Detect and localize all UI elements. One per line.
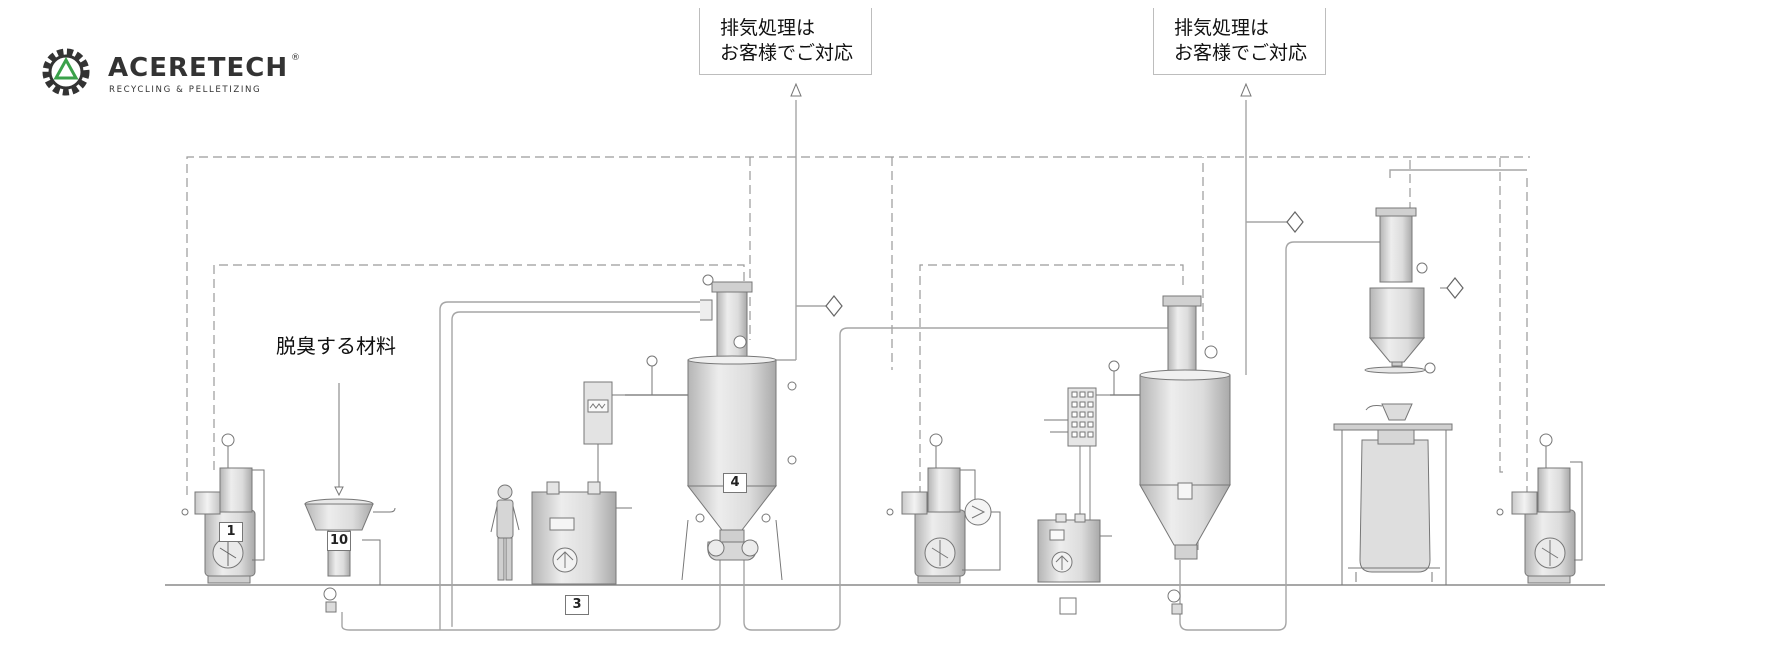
silo-second bbox=[1139, 295, 1231, 615]
small-dryer bbox=[1037, 513, 1112, 615]
dryer-unit-3 bbox=[531, 355, 690, 585]
exhaust-note-2: 排気処理は お客様でご対応 bbox=[1153, 8, 1327, 75]
unit-tag-4: 4 bbox=[723, 473, 747, 493]
valve-symbols bbox=[825, 211, 1464, 317]
brand-tagline: RECYCLING & PELLETIZING bbox=[109, 85, 262, 95]
vacuum-pump-middle bbox=[886, 433, 1001, 584]
brand-name: ACERETECH bbox=[108, 53, 289, 83]
unit-tag-10: 10 bbox=[327, 531, 352, 551]
cyclone-separator bbox=[1364, 207, 1436, 374]
feed-hopper bbox=[304, 383, 396, 613]
vacuum-pump-left bbox=[181, 433, 265, 584]
operator-figure bbox=[490, 484, 520, 581]
exhaust-note-1-line1: 排気処理は bbox=[720, 17, 816, 39]
brand-registered-mark: ® bbox=[291, 53, 300, 63]
control-cabinet bbox=[1044, 360, 1145, 447]
unit-tag-3: 3 bbox=[565, 595, 589, 615]
unit-tag-1: 1 bbox=[219, 522, 243, 542]
exhaust-arrow-1 bbox=[790, 82, 802, 97]
silo-unit-4 bbox=[681, 274, 797, 581]
exhaust-note-1-line2: お客様でご対応 bbox=[720, 42, 854, 64]
exhaust-arrow-2 bbox=[1240, 82, 1252, 97]
exhaust-note-1: 排気処理は お客様でご対応 bbox=[699, 8, 873, 75]
process-pipes bbox=[341, 100, 1527, 631]
material-label: 脱臭する材料 bbox=[276, 334, 396, 358]
brand-logo-icon bbox=[42, 48, 90, 96]
vacuum-pump-right bbox=[1496, 433, 1583, 584]
dashed-control-lines bbox=[186, 156, 1530, 550]
exhaust-note-2-line1: 排気処理は bbox=[1174, 17, 1270, 39]
big-bag-station bbox=[1333, 403, 1453, 585]
exhaust-note-2-line2: お客様でご対応 bbox=[1174, 42, 1308, 64]
